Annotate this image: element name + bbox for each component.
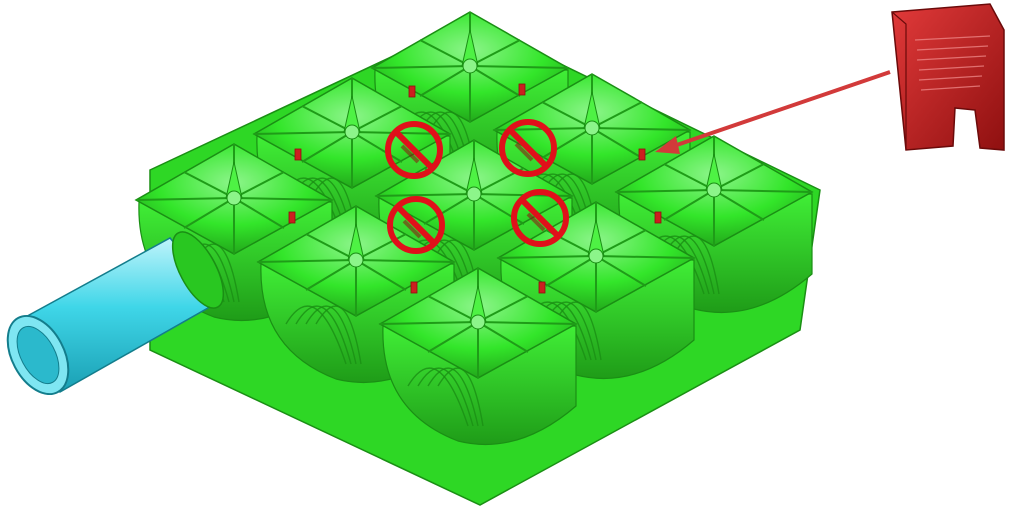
module-hub <box>707 183 721 197</box>
module-assembly <box>136 12 820 505</box>
connector-clip-icon <box>892 4 1004 150</box>
clip-body <box>892 4 1004 150</box>
connector-clip-mark <box>295 149 301 160</box>
module-hub <box>585 121 599 135</box>
module-hub <box>463 59 477 73</box>
module-hub <box>589 249 603 263</box>
callout-arrow <box>655 72 890 154</box>
connector-clip-mark <box>411 282 417 293</box>
module-hub <box>345 125 359 139</box>
connector-clip-mark <box>519 84 525 95</box>
module-hub <box>227 191 241 205</box>
connector-clip-mark <box>655 212 661 223</box>
connector-clip-mark <box>539 282 545 293</box>
module-hub <box>349 253 363 267</box>
module-hub <box>471 315 485 329</box>
module-hub <box>467 187 481 201</box>
connector-clip-mark <box>289 212 295 223</box>
connector-clip-mark <box>409 86 415 97</box>
connector-clip-mark <box>639 149 645 160</box>
